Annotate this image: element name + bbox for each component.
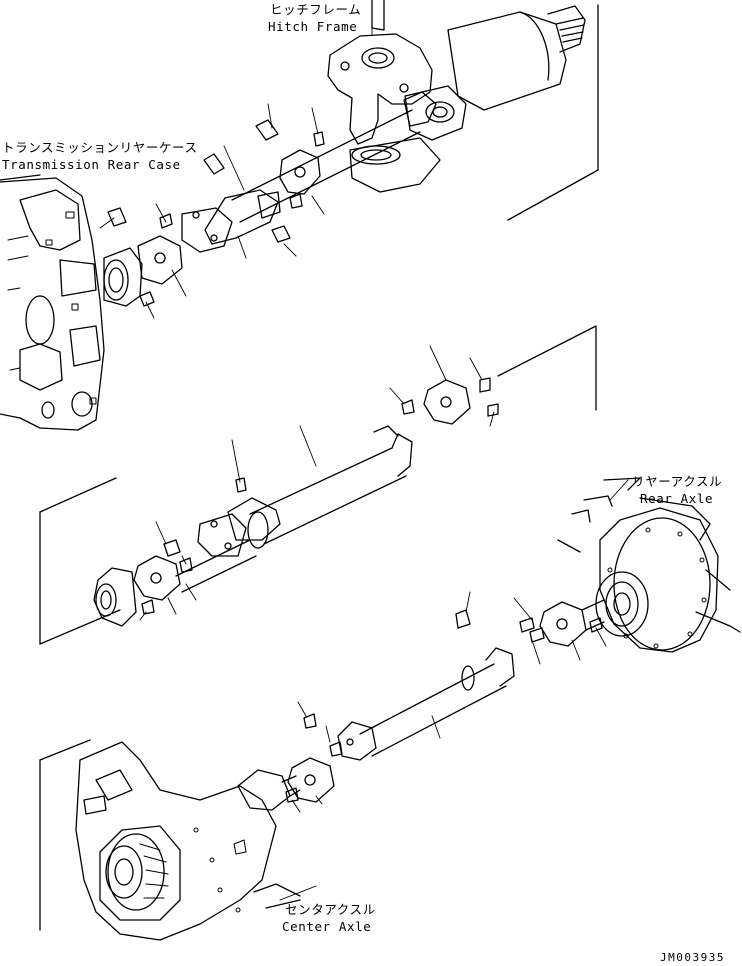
middle-section: [39, 325, 597, 645]
transmission-rear-case: [0, 174, 183, 431]
top-leaders: [99, 9, 373, 319]
bottom-leaders: [279, 479, 629, 901]
transmission-rear-case-label-jp: トランスミッションリヤーケース: [2, 140, 198, 155]
top-bolts: [107, 119, 325, 307]
transmission-rear-case-label-en: Transmission Rear Case: [2, 157, 181, 172]
rear-propeller-shaft: [285, 599, 605, 803]
rear-axle-label-en: Rear Axle: [640, 491, 714, 506]
front-propeller-shaft: [181, 91, 437, 253]
rear-axle-label-jp: リヤーアクスル: [632, 474, 723, 489]
drawing-code: JM003935: [660, 951, 725, 964]
middle-leaders: [139, 345, 495, 621]
center-axle-label-en: Center Axle: [282, 919, 372, 934]
hitch-frame-label-en: Hitch Frame: [268, 19, 358, 34]
hitch-frame-label-jp: ヒッチフレーム: [270, 2, 362, 17]
center-axle-assembly: [39, 739, 301, 941]
rear-axle-assembly: [557, 477, 741, 653]
middle-bolts: [141, 477, 247, 615]
hitch-frame-assembly: [327, 0, 599, 221]
center-axle-label-jp: センタアクスル: [285, 902, 376, 917]
